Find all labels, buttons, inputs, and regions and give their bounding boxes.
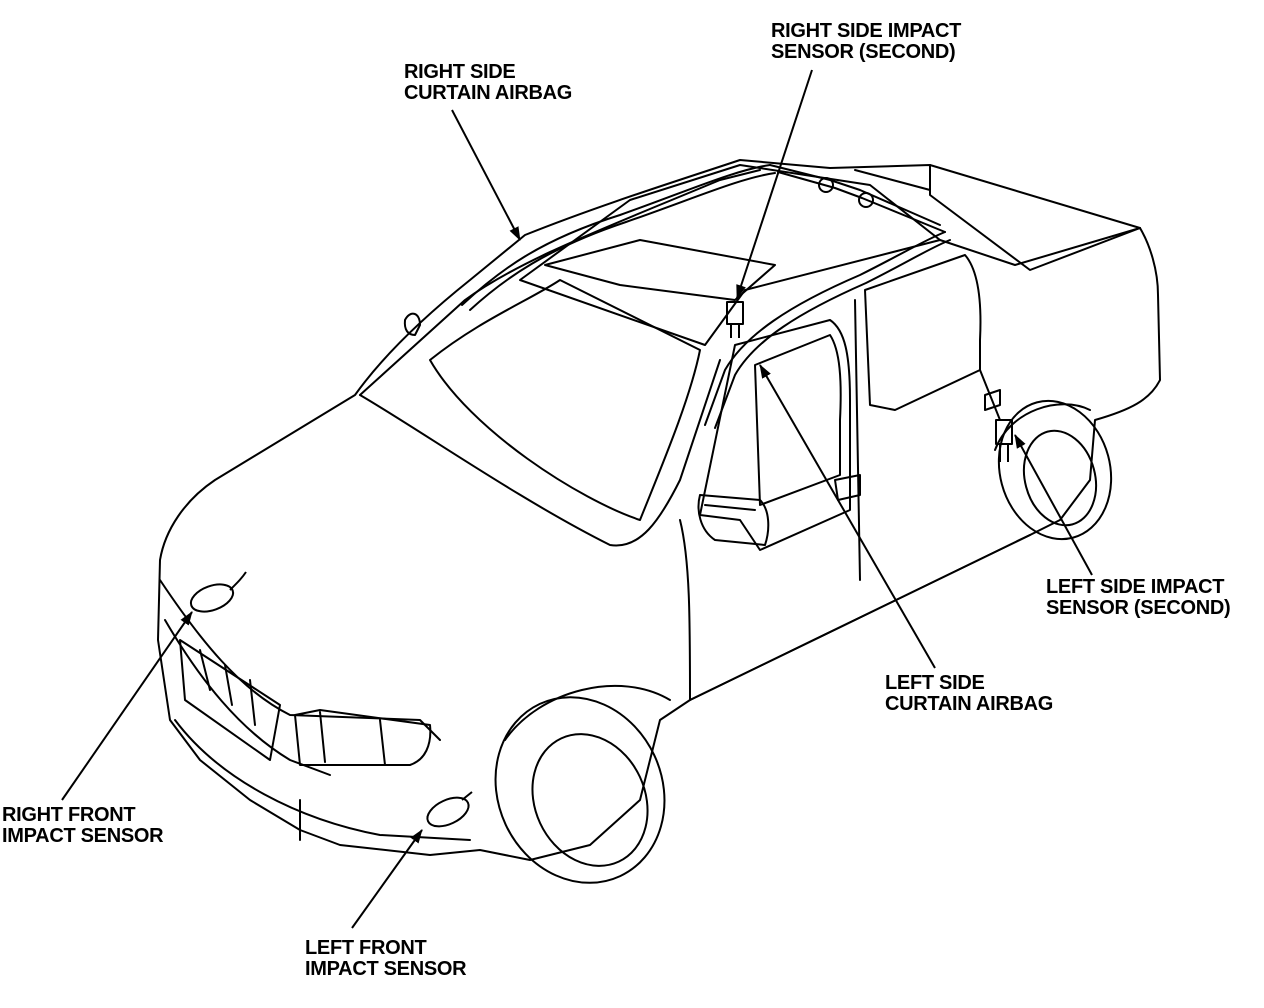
label-line: LEFT SIDE bbox=[885, 672, 985, 694]
label-line: RIGHT SIDE bbox=[404, 61, 516, 83]
arrow-left-side-impact-sensor-second bbox=[1014, 434, 1093, 576]
label-line: RIGHT FRONT bbox=[2, 804, 136, 826]
label-line: SENSOR (SECOND) bbox=[771, 41, 956, 63]
right-front-impact-sensor bbox=[189, 583, 235, 613]
sensors bbox=[189, 301, 1013, 828]
left-front-impact-sensor bbox=[426, 796, 470, 828]
arrow-left-side-curtain-airbag bbox=[759, 364, 936, 669]
arrow-left-front-impact-sensor bbox=[351, 829, 423, 929]
label-left-front-impact-sensor: LEFT FRONT IMPACT SENSOR bbox=[305, 937, 467, 980]
label-left-side-impact-sensor-second: LEFT SIDE IMPACT SENSOR (SECOND) bbox=[1046, 576, 1231, 619]
arrow-right-side-impact-sensor-second bbox=[736, 69, 813, 299]
label-line: CURTAIN AIRBAG bbox=[885, 693, 1054, 715]
label-line: RIGHT SIDE IMPACT bbox=[771, 20, 962, 42]
right-side-impact-sensor-second bbox=[726, 301, 744, 325]
left-side-impact-sensor-second bbox=[995, 419, 1013, 445]
label-right-side-curtain-airbag: RIGHT SIDE CURTAIN AIRBAG bbox=[404, 62, 572, 104]
label-line: LEFT FRONT bbox=[305, 937, 427, 959]
arrow-right-front-impact-sensor bbox=[61, 611, 193, 801]
label-line: CURTAIN AIRBAG bbox=[404, 82, 573, 104]
leader-arrows bbox=[61, 69, 1093, 929]
label-right-side-impact-sensor-second: RIGHT SIDE IMPACT SENSOR (SECOND) bbox=[771, 21, 961, 63]
label-right-front-impact-sensor: RIGHT FRONT IMPACT SENSOR bbox=[2, 804, 164, 847]
label-line: IMPACT SENSOR bbox=[2, 825, 164, 847]
arrow-right-side-curtain-airbag bbox=[451, 109, 521, 241]
label-line: LEFT SIDE IMPACT bbox=[1046, 576, 1225, 598]
truck-outline bbox=[157, 159, 1161, 884]
label-line: IMPACT SENSOR bbox=[305, 958, 467, 980]
label-line: SENSOR (SECOND) bbox=[1046, 597, 1231, 619]
label-left-side-curtain-airbag: LEFT SIDE CURTAIN AIRBAG bbox=[885, 673, 1053, 715]
curtain-airbags bbox=[461, 164, 951, 429]
